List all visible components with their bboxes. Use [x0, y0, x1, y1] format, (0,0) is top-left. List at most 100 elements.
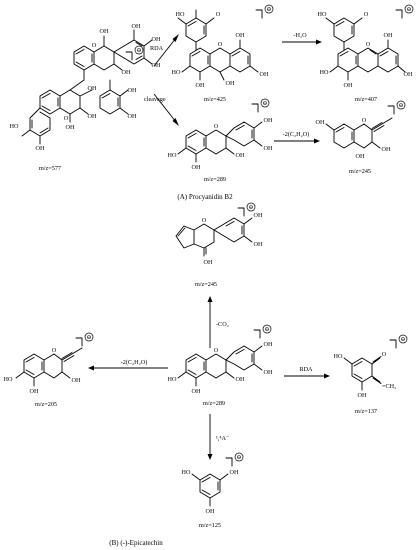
atom-hydroxyl: OH: [254, 241, 263, 248]
molecule-ketene-product: O HO OH OH: [4, 347, 83, 395]
arrow-ring-fission: ¹,⁴A⁻: [207, 414, 229, 460]
molecule-rda-product-b: HO O =CH₂ OH: [334, 351, 397, 399]
atom-hydroxyl: OH: [128, 87, 137, 94]
atom-hydroxyl: OH: [264, 117, 273, 124]
mz-label-245: m/z=245: [195, 281, 217, 288]
atom-oxygen: O: [92, 42, 97, 49]
atom-hydroxyl: OH: [344, 82, 353, 89]
charge-bracket: ⊖: [253, 324, 272, 339]
atom-hydroxyl: OH: [254, 212, 263, 219]
atom-hydroxyl: OH: [236, 32, 245, 39]
molecule-epicatechin: O OH OH HO OH OH: [168, 341, 273, 395]
charge-bracket: ⊖: [75, 332, 94, 347]
atom-hydroxyl: OH: [132, 23, 141, 30]
atom-hydroxyl-left: HO: [10, 123, 19, 130]
molecule-rda-product: HO O HO OH OH OH OH O: [172, 9, 269, 89]
charge-symbol: ⊖: [262, 100, 267, 107]
panel-b: O OH OH OH ⊖ m/z=245 -CO₂ O OH: [4, 202, 408, 547]
arrow-ketene-loss-b: -2(C₂H₂O): [88, 359, 168, 371]
atom-hydroxyl-left: HO: [320, 69, 329, 76]
mz-label-577: m/z=577: [39, 165, 61, 172]
atom-oxygen: O: [52, 347, 57, 354]
atom-hydroxyl: OH: [192, 388, 201, 395]
arrow-label-rda: RDA: [150, 45, 164, 52]
atom-oxygen: O: [216, 11, 221, 18]
charge-bracket: ⊖: [389, 334, 408, 349]
atom-hydroxyl: OH: [204, 259, 213, 266]
arrow-ketene-loss: -2(C₂H₂O): [274, 131, 320, 144]
charge-symbol: ⊖: [236, 454, 241, 461]
charge-symbol: ⊖: [86, 334, 91, 341]
mz-label-425: m/z=425: [204, 96, 226, 103]
molecule-cleavage-product: O OH OH HO OH OH: [168, 117, 273, 171]
charge-bracket: ⊖: [387, 100, 406, 115]
atom-hydroxyl: OH: [384, 32, 393, 39]
atom-hydroxyl: OH: [122, 69, 131, 76]
charge-bracket: ⊖: [237, 202, 256, 217]
panel-a: O O OH OH OH OH OH OH HO OH OH OH OH OH …: [10, 4, 414, 201]
atom-hydroxyl: OH: [264, 341, 273, 348]
arrow-label-ketene-loss: -2(C₂H₂O): [121, 359, 148, 366]
atom-hydroxyl: OH: [226, 80, 235, 87]
atom-oxygen: O: [202, 217, 207, 224]
mz-label-137: m/z=137: [355, 408, 377, 415]
atom-hydroxyl-left: HO: [176, 11, 185, 18]
atom-hydroxyl: OH: [30, 388, 39, 395]
atom-hydroxyl: OH: [236, 376, 245, 383]
atom-hydroxyl-left: HO: [168, 152, 177, 159]
atom-hydroxyl: OH: [358, 392, 367, 399]
atom-hydroxyl: OH: [356, 153, 365, 160]
molecule-co2-product: O OH OH OH: [175, 212, 263, 266]
charge-bracket: ⊖: [255, 4, 274, 19]
charge-symbol: ⊖: [400, 336, 405, 343]
mz-label-245: m/z=245: [349, 168, 371, 175]
arrow-label-ketene-loss: -2(C₂H₂O): [283, 131, 310, 138]
arrow-cleavage: cleavage: [144, 93, 179, 126]
charge-bracket: ⊖: [225, 452, 244, 467]
atom-hydroxyl: OH: [316, 119, 325, 126]
atom-hydroxyl-left: HO: [172, 69, 181, 76]
mz-label-125: m/z=125: [199, 522, 221, 529]
charge-symbol: ⊖: [406, 6, 411, 13]
mz-label-205: m/z=205: [35, 401, 57, 408]
atom-hydroxyl-left: HO: [4, 376, 13, 383]
molecule-ring-product: HO OH OH: [182, 469, 239, 515]
atom-hydroxyl: OH: [88, 85, 97, 92]
atom-hydroxyl: OH: [206, 508, 215, 515]
molecule-procyanidin-b2: O O OH OH OH OH OH OH HO OH OH OH OH OH: [10, 23, 161, 152]
atom-hydroxyl: OH: [152, 62, 161, 69]
atom-oxygen: O: [366, 41, 371, 48]
atom-hydroxyl: OH: [230, 469, 239, 476]
charge-symbol: ⊖: [266, 6, 271, 13]
atom-hydroxyl-left: HO: [334, 353, 343, 360]
arrow-rda: RDA: [150, 34, 179, 67]
atom-oxygen: O: [218, 41, 223, 48]
molecule-dehydration-product: HO O HO OH OH OH O: [318, 11, 413, 89]
atom-hydroxyl: OH: [88, 113, 97, 120]
charge-bracket: ⊖: [251, 98, 270, 113]
atom-hydroxyl: OH: [72, 377, 81, 384]
atom-hydroxyl: OH: [152, 36, 161, 43]
mz-label-407: m/z=407: [355, 96, 377, 103]
arrow-label-rda: RDA: [299, 366, 313, 373]
arrow-co2-loss: -CO₂: [207, 296, 229, 348]
atom-oxygen: O: [214, 123, 219, 130]
atom-hydroxyl: OH: [264, 369, 273, 376]
atom-hydroxyl: OH: [264, 145, 273, 152]
atom-hydroxyl: OH: [404, 71, 413, 78]
atom-hydroxyl-left: HO: [182, 469, 191, 476]
arrow-label-co2-loss: -CO₂: [216, 321, 229, 328]
mz-label-289: m/z=289: [204, 176, 226, 183]
charge-symbol: ⊖: [248, 204, 253, 211]
atom-hydroxyl: OH: [382, 146, 391, 153]
molecule-loss-product: OH O OH OH: [316, 117, 393, 160]
atom-oxygen: O: [362, 117, 367, 124]
charge-symbol: ⊖: [264, 326, 269, 333]
atom-oxygen: O: [64, 115, 69, 122]
atom-hydroxyl-left: HO: [168, 376, 177, 383]
atom-hydroxyl: OH: [128, 113, 137, 120]
charge-symbol: ⊖: [136, 47, 141, 54]
charge-symbol: ⊖: [398, 102, 403, 109]
atom-hydroxyl: OH: [66, 124, 75, 131]
atom-methylene: =CH₂: [382, 383, 396, 390]
